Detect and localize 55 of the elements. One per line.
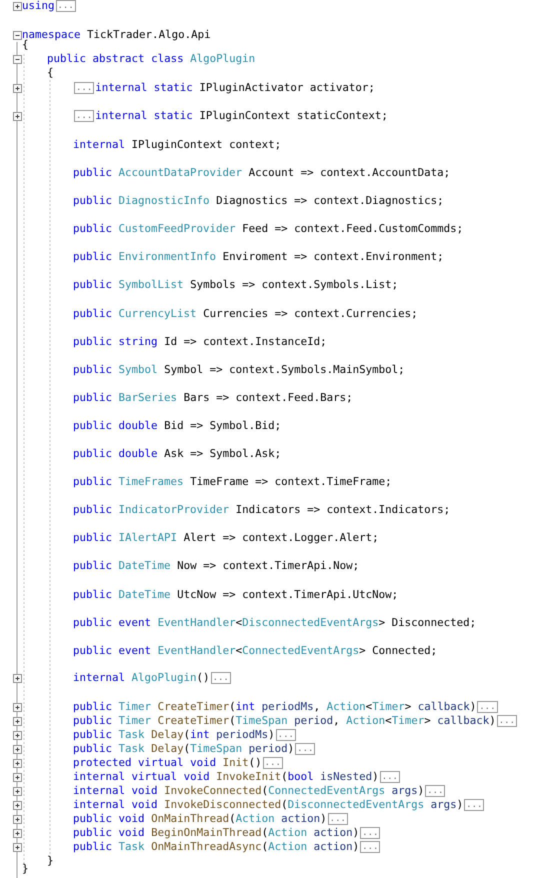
code-line: public Task Delay(TimeSpan period): [73, 742, 294, 756]
collapsed-code-box: ...: [380, 771, 400, 783]
code-line: public BarSeries Bars => context.Feed.Bars;: [73, 390, 353, 405]
code-line: }: [47, 854, 54, 868]
code-line: public CurrencyList Currencies => context.Currencies;: [73, 306, 418, 320]
code-line: namespace TickTrader.Algo.Api: [22, 28, 211, 41]
code-line: public double Bid => Symbol.Bid;: [73, 418, 282, 433]
code-line: public string Id => context.InstanceId;: [73, 334, 327, 349]
code-line: {: [47, 66, 54, 80]
code-line: public IndicatorProvider Indicators => context.Indicators;: [73, 503, 450, 518]
code-line: internal virtual void InvokeInit(bool isNested): [73, 770, 379, 784]
code-line: public EnvironmentInfo Enviroment => context.Environment;: [73, 250, 444, 264]
collapsed-code-box: ...: [360, 841, 380, 853]
code-line: {: [22, 38, 29, 52]
collapsed-code-box: ...: [74, 110, 94, 122]
code-line: internal static IPluginActivator activator;: [95, 81, 375, 95]
code-line: internal IPluginContext context;: [73, 138, 282, 152]
code-line: public DateTime Now => context.TimerApi.Now;: [73, 559, 360, 574]
collapsed-code-box: ...: [477, 701, 498, 713]
code-line: public void BeginOnMainThread(Action action): [73, 826, 360, 840]
collapsed-code-box: ...: [74, 82, 94, 94]
code-line: public event EventHandler<ConnectedEventArgs> Connected;: [73, 644, 438, 658]
code-line: public CustomFeedProvider Feed => context.Feed.CustomCommds;: [73, 222, 464, 236]
code-line: public SymbolList Symbols => context.Symbols.List;: [73, 278, 398, 292]
code-line: public void OnMainThread(Action action): [73, 812, 327, 826]
collapsed-code-box: ...: [464, 799, 484, 811]
code-line: protected virtual void Init(): [73, 756, 262, 770]
code-line: public double Ask => Symbol.Ask;: [73, 447, 282, 461]
code-line: internal static IPluginContext staticContext;: [95, 109, 388, 123]
code-line: public AccountDataProvider Account => context.AccountData;: [73, 166, 450, 180]
collapsed-code-box: ...: [425, 785, 446, 797]
code-line: public DateTime UtcNow => context.TimerApi.UtcNow;: [73, 588, 398, 602]
code-line: public event EventHandler<DisconnectedEventArgs> Disconnected;: [73, 616, 476, 630]
collapsed-code-box: ...: [295, 743, 316, 755]
collapsed-code-box: ...: [496, 715, 518, 727]
code-line: public DiagnosticInfo Diagnostics => context.Diagnostics;: [73, 194, 444, 208]
collapsed-code-box: ...: [210, 672, 231, 684]
code-line: public Timer CreateTimer(int periodMs, Action<Timer> callback): [73, 700, 476, 714]
code-line: public Timer CreateTimer(TimeSpan period, Action<Timer> callback): [73, 714, 496, 728]
collapsed-code-box: ...: [276, 729, 296, 741]
collapsed-code-box: ...: [328, 813, 348, 825]
code-line: public Symbol Symbol => context.Symbols.MainSymbol;: [73, 362, 405, 377]
code-line: public IAlertAPI Alert => context.Logger.Alert;: [73, 531, 379, 546]
code-line: public Task OnMainThreadAsync(Action action): [73, 840, 360, 854]
code-line: public Task Delay(int periodMs): [73, 728, 275, 742]
collapsed-code-box: ...: [262, 757, 283, 769]
code-line: internal void InvokeDisconnected(DisconnectedEventArgs args): [73, 798, 464, 812]
code-line: using: [22, 0, 55, 13]
collapsed-code-box: ...: [360, 827, 380, 839]
code-line: public TimeFrames TimeFrame => context.TimeFrame;: [73, 475, 392, 490]
code-line: }: [22, 862, 29, 876]
code-line: internal AlgoPlugin(): [73, 671, 210, 685]
collapsed-code-box: ...: [56, 0, 76, 12]
code-line: internal void InvokeConnected(ConnectedEventArgs args): [73, 784, 424, 798]
code-line: public abstract class AlgoPlugin: [47, 52, 256, 66]
